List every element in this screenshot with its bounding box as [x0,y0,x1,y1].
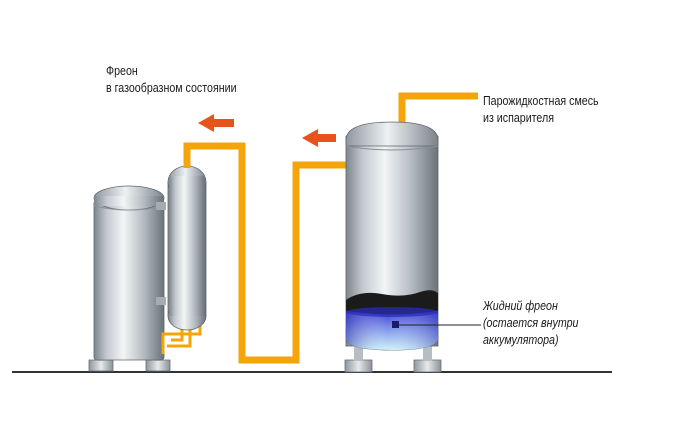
accumulator-tank [344,121,442,373]
gas-label-line-1: Фреон [106,63,138,78]
flow-arrow-right [302,129,336,147]
gas-refrigerant-label: Фреон в газообразном состоянии [106,62,237,96]
mix-label-line-1: Парожидкостная смесь [483,93,599,108]
mix-label-line-2: из испарителя [483,110,555,125]
liquid-refrigerant-label: Жидний фреон (остается внутри аккумулято… [483,297,578,348]
flow-arrow-left [198,114,234,132]
compressor-tank [88,185,171,372]
inlet-pipe [398,92,478,124]
refrigerant-pipe [183,142,352,364]
liquid-pointer-dot [392,321,399,328]
liquid-label-line-2: (остается внутри [483,315,579,330]
liquid-label-line-3: аккумулятора) [483,332,559,347]
vapor-liquid-mix-label: Парожидкостная смесь из испарителя [483,92,599,126]
liquid-label-line-1: Жидний фреон [483,298,558,313]
separator-vessel [167,165,207,331]
gas-label-line-2: в газообразном состоянии [106,80,237,95]
